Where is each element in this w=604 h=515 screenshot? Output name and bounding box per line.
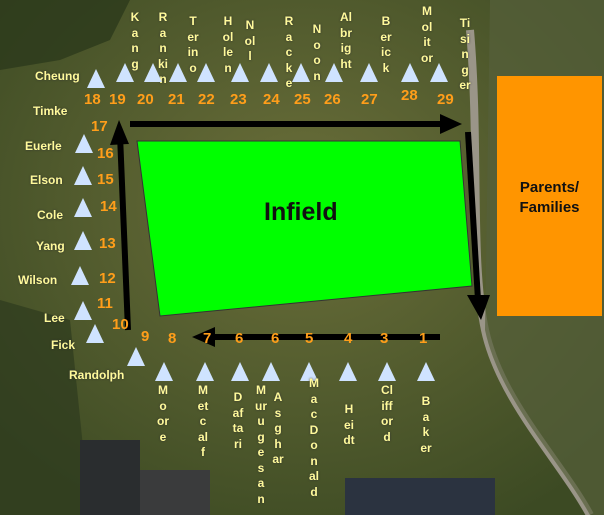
infield-polygon (136, 140, 473, 317)
name-cole: Cole (37, 208, 64, 222)
name-elson: Elson (30, 173, 63, 187)
marker-15 (74, 166, 92, 185)
name-fick: Fick (51, 338, 76, 352)
name-tisinger: Tisinger (459, 16, 471, 92)
name-cheung: Cheung (35, 69, 80, 83)
name-heidt: Heidt (343, 402, 355, 447)
marker-8 (155, 362, 173, 381)
number-6: 6 (235, 330, 244, 347)
marker-26 (325, 63, 343, 82)
name-albright: Albright (340, 10, 352, 71)
marker-7 (196, 362, 214, 381)
number-29: 29 (437, 91, 454, 108)
name-noll: Noll (244, 18, 256, 63)
name-macdonald: MacDonald (308, 376, 319, 499)
marker-20 (144, 63, 162, 82)
number-18: 18 (84, 91, 101, 108)
marker-12 (71, 266, 89, 285)
number-20: 20 (137, 91, 154, 108)
marker-6b (262, 362, 280, 381)
number-22: 22 (198, 91, 215, 108)
marker-10 (86, 324, 104, 343)
number-23: 23 (230, 91, 247, 108)
name-molitor: Molitor (421, 4, 433, 65)
number-4: 5 (305, 330, 314, 347)
marker-19 (116, 63, 134, 82)
marker-11 (74, 301, 92, 320)
marker-9 (127, 347, 145, 366)
number-15: 15 (97, 171, 114, 188)
name-asghar: Asghar (272, 390, 284, 466)
number-7: 7 (203, 330, 212, 347)
marker-29 (430, 63, 448, 82)
name-daftari: Daftari (232, 390, 244, 451)
marker-21 (169, 63, 187, 82)
marker-4 (300, 362, 318, 381)
name-noon: Noon (312, 22, 322, 83)
name-lee: Lee (44, 311, 65, 325)
number-27: 27 (361, 91, 378, 108)
marker-28 (401, 63, 419, 82)
name-racke: Racke (284, 14, 294, 90)
number-9: 9 (141, 328, 150, 345)
name-clifford: Clifford (381, 383, 393, 444)
marker-23 (231, 63, 249, 82)
number-21: 21 (168, 91, 185, 108)
name-kang: Kang (130, 10, 140, 71)
name-moore: Moore (157, 383, 169, 444)
number-26: 26 (324, 91, 341, 108)
marker-6a (231, 362, 249, 381)
name-murugesan: Murugesan (255, 383, 267, 506)
marker-13 (74, 231, 92, 250)
name-berick: Berick (380, 14, 392, 75)
number-10: 10 (112, 316, 129, 333)
marker-22 (197, 63, 215, 82)
number-13: 13 (99, 235, 116, 252)
name-timke: Timke (33, 104, 68, 118)
name-randolph: Randolph (69, 368, 125, 382)
marker-1 (417, 362, 435, 381)
name-yang: Yang (36, 239, 65, 253)
marker-2 (378, 362, 396, 381)
number-5: 6 (271, 330, 280, 347)
marker-16 (75, 134, 93, 153)
number-3: 4 (344, 330, 353, 347)
number-2: 3 (380, 330, 389, 347)
name-euerle: Euerle (25, 139, 62, 153)
number-16: 16 (97, 145, 114, 162)
infield-label: Infield (264, 198, 338, 226)
number-17: 17 (91, 118, 108, 135)
number-12: 12 (99, 270, 116, 287)
number-19: 19 (109, 91, 126, 108)
marker-14 (74, 198, 92, 217)
number-8: 8 (168, 330, 177, 347)
parents-families-area (497, 76, 602, 316)
name-terino: Terino (187, 14, 199, 75)
marker-25 (292, 63, 310, 82)
number-28: 28 (401, 87, 418, 104)
name-hollen: Hollen (222, 14, 234, 75)
name-baker: Baker (420, 394, 432, 455)
name-metcalf: Metcalf (197, 383, 209, 459)
marker-24 (260, 63, 278, 82)
number-14: 14 (100, 198, 117, 215)
name-rankin: Rankin (157, 10, 168, 86)
marker-18 (87, 69, 105, 88)
number-11: 11 (97, 295, 113, 312)
name-wilson: Wilson (18, 273, 58, 287)
number-25: 25 (294, 91, 311, 108)
marker-27 (360, 63, 378, 82)
parents-families-label: Parents/ Families (519, 179, 580, 216)
number-24: 24 (263, 91, 280, 108)
marker-3 (339, 362, 357, 381)
number-1: 1 (419, 330, 428, 347)
